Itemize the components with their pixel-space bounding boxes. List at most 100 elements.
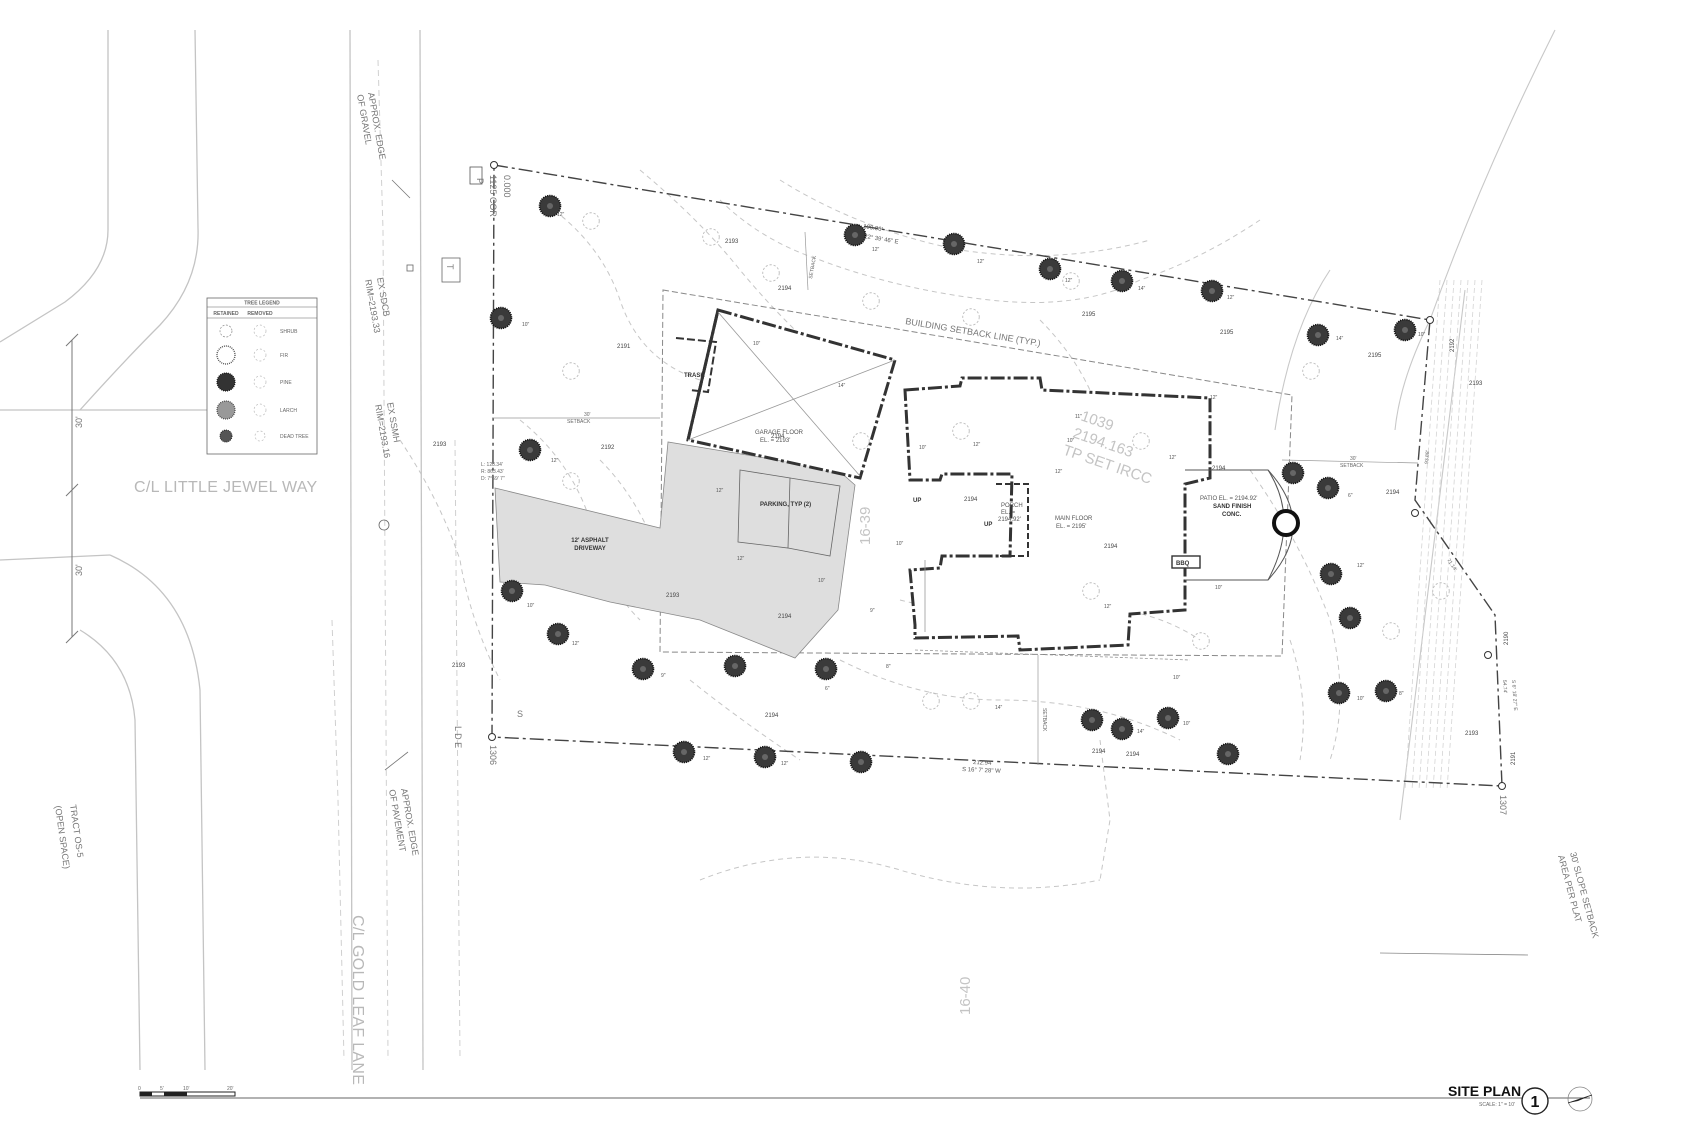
tree-legend: TREE LEGEND RETAINED REMOVED SHRUB FIR P…: [206, 297, 318, 455]
t-mark: T: [445, 264, 455, 270]
pine-tree-icon: [489, 306, 513, 330]
scale-tick-10: 10': [183, 1086, 190, 1092]
elev-label: 2195: [1082, 312, 1096, 318]
pine-tree-icon: [546, 622, 570, 646]
dim-road-lower: 30': [74, 564, 84, 576]
corner-nw-value: 0.000: [502, 175, 512, 198]
tree-size: 12": [716, 488, 724, 494]
removed-tree-icon: [562, 362, 580, 380]
setback-line-label: BUILDING SETBACK LINE (TYP.): [905, 316, 1042, 348]
tree-size: 12": [1357, 563, 1365, 569]
tree-size: 12": [1065, 278, 1073, 284]
tree-size: 12": [977, 259, 985, 265]
pine-tree-icon: [1306, 323, 1330, 347]
ssmh-circle: [378, 519, 390, 531]
elev-label: 2190: [1504, 631, 1510, 645]
elev-label: 2194: [1212, 466, 1226, 472]
tree-size: 12": [1169, 455, 1177, 461]
curve-r: R: 863.43': [481, 469, 504, 475]
tree-size: 12": [737, 556, 745, 562]
tree-size: 10": [1418, 332, 1426, 338]
tree-size: 14": [995, 705, 1003, 711]
drawing-number-circle: [1521, 1087, 1549, 1115]
removed-tree-icon: [922, 692, 940, 710]
curve-d: D: 7°59' 7": [481, 476, 505, 482]
elev-label: 2191: [1511, 751, 1517, 765]
dim-road-upper: 30': [74, 416, 84, 428]
east-line-length-1: 93.88': [1424, 450, 1431, 464]
elev-label: 2192: [601, 445, 615, 451]
pine-tree-icon: [843, 223, 867, 247]
elev-label: 2193: [1469, 381, 1483, 387]
pine-tree-icon: [1316, 476, 1340, 500]
pine-tree-icon: [1110, 269, 1134, 293]
tree-size: 8": [886, 664, 891, 670]
tree-size: 14": [838, 383, 846, 389]
corner-nw-cor: 1125 COR: [488, 175, 498, 217]
s-mark: S: [517, 709, 523, 719]
removed-tree-icon: [582, 212, 600, 230]
pine-tree-icon: [1393, 318, 1417, 342]
removed-tree-icon: [1302, 362, 1320, 380]
elev-label: 2193: [666, 593, 680, 599]
elev-label: 2191: [617, 344, 631, 350]
gravel-leader: [391, 179, 411, 199]
road-dashed-edges: [331, 59, 461, 1061]
removed-tree-icon: [1192, 632, 1210, 650]
pine-tree-icon: [753, 745, 777, 769]
topo-contours: [399, 169, 1341, 889]
tree-size: 12": [1104, 604, 1112, 610]
setback-south: SETBACK: [1041, 708, 1047, 732]
legend-title: TREE LEGEND: [244, 301, 280, 307]
pine-tree-icon: [1038, 257, 1062, 281]
elev-label: 2195: [1368, 353, 1382, 359]
garage-label-1: GARAGE FLOOR: [755, 430, 804, 436]
tree-size: 11": [1075, 414, 1082, 420]
tree-size: 12": [872, 247, 880, 253]
tree-size: 12": [703, 756, 711, 762]
tree-size: 14": [1138, 286, 1146, 292]
legend-col-retained: RETAINED: [213, 311, 239, 317]
removed-tree-icon: [962, 308, 980, 326]
tree-size: 12": [1210, 395, 1218, 401]
setback-west-a: 30': [584, 412, 591, 418]
setback-north: SETBACK: [808, 255, 818, 280]
setback-east-b: SETBACK: [1340, 463, 1364, 469]
tree-size: 10": [527, 603, 535, 609]
south-line-bearing: S 16° 7' 28" W: [962, 767, 1001, 775]
corner-sw-label: 1306: [488, 745, 498, 765]
pine-tree-icon: [518, 438, 542, 462]
tree-size: 12": [572, 641, 580, 647]
scale-bar: 0 5' 10' 20': [138, 1086, 236, 1097]
parking-stalls: [737, 469, 841, 557]
elev-label: 2193: [1465, 731, 1479, 737]
tree-size: 12": [557, 212, 565, 218]
elevation-labels: 2193 2194 2191 2192 2193 2193 2193 2194 …: [433, 239, 1517, 765]
patio-label-1: PATIO EL. = 2194.92': [1200, 496, 1257, 502]
corner-nw-p: P: [475, 178, 485, 184]
elev-label: 2194: [1126, 752, 1140, 758]
pine-tree-icon: [1156, 706, 1180, 730]
legend-larch-icon: [216, 400, 236, 420]
pine-tree-icon: [1338, 606, 1362, 630]
pine-tree-icon: [942, 232, 966, 256]
boundary-corners: [488, 161, 1506, 790]
driveway-label-1: 12' ASPHALT: [571, 538, 609, 544]
removed-tree-icon: [762, 264, 780, 282]
tree-size: 12": [551, 458, 559, 464]
legend-row-dead-tree: DEAD TREE: [280, 434, 309, 440]
asphalt-driveway: [494, 441, 856, 659]
tree-size: 10": [1215, 585, 1223, 591]
tree-size: 10": [919, 445, 927, 451]
setback-east-a: 30': [1350, 456, 1357, 462]
driveway-label-2: DRIVEWAY: [574, 546, 605, 552]
tree-size: 14": [1137, 729, 1145, 735]
removed-tree-icon: [702, 228, 720, 246]
tree-size-labels: 12" 10" 12" 10" 12" 10" 12" 14" 12" 14" …: [522, 212, 1426, 767]
main-floor-label-1: MAIN FLOOR: [1055, 516, 1093, 522]
pine-tree-icon: [723, 654, 747, 678]
removed-tree-icon: [862, 292, 880, 310]
patio-label-2: SAND FINISH: [1213, 504, 1251, 510]
elev-label: 2192: [1450, 338, 1456, 352]
road-center-dims: [65, 333, 79, 644]
